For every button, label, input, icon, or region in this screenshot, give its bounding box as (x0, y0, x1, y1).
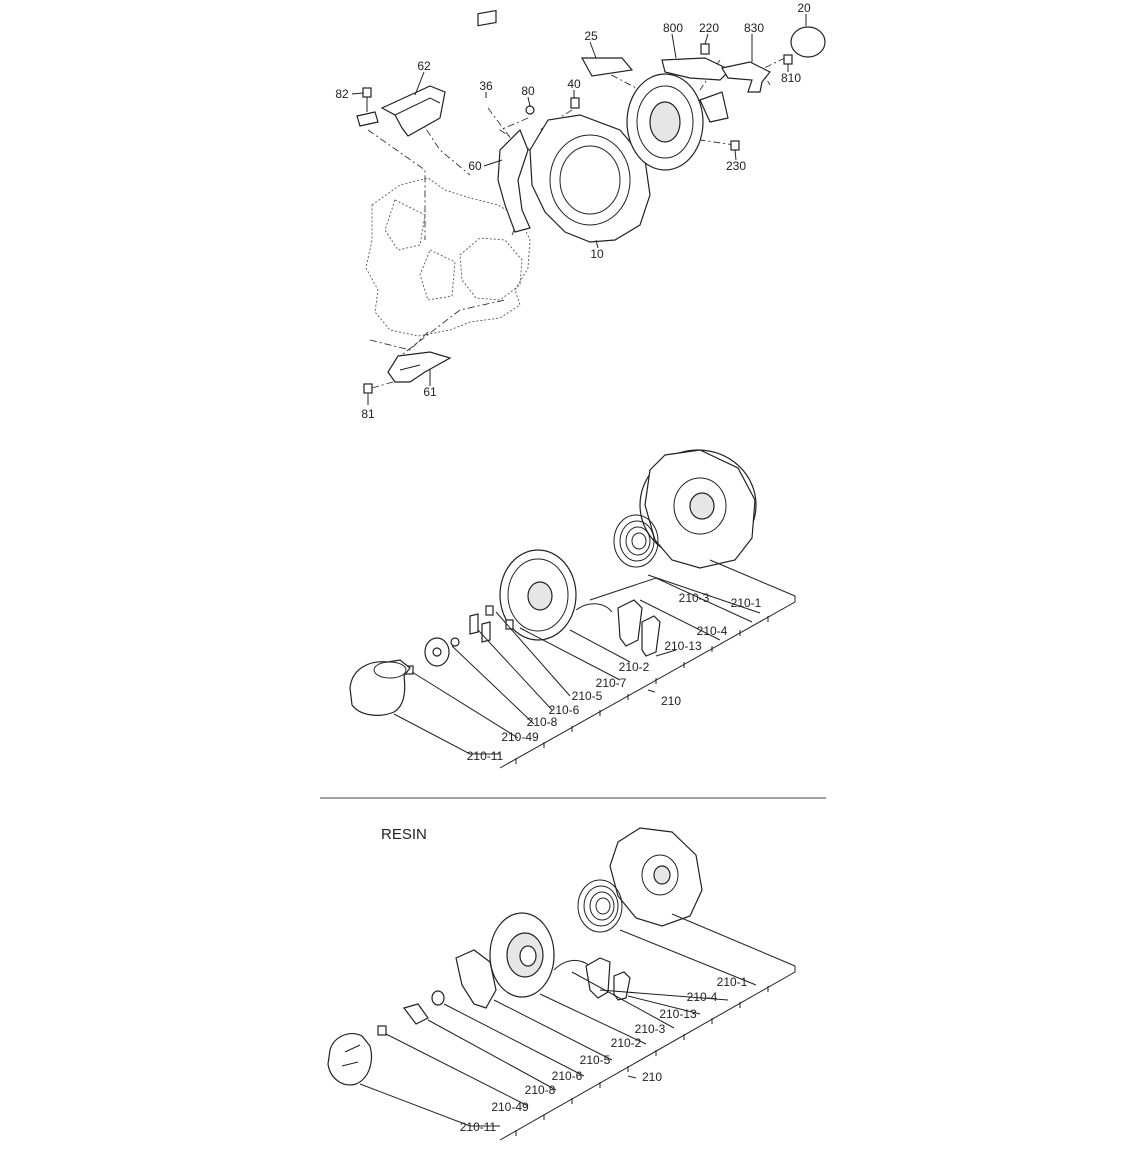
label-210-49: 210-49 (501, 730, 539, 744)
starter-resin: RESIN (327, 826, 796, 1141)
part-62-cover (380, 85, 446, 137)
resin-part-210-4-handle (585, 957, 611, 999)
label-210-6: 210-6 (549, 703, 580, 717)
label-220: 220 (699, 21, 719, 35)
part-230-bolt (730, 140, 740, 151)
label-10: 10 (590, 247, 604, 261)
resin-part-210-8-pawl (402, 1003, 429, 1025)
part-25-plate (580, 57, 634, 77)
part-210-6-pawl (469, 613, 479, 635)
label-230: 230 (726, 159, 746, 173)
label-210: 210 (661, 694, 681, 708)
part-210-11-pulley (349, 659, 411, 716)
engine-ghost (365, 177, 531, 337)
resin-label-210-3: 210-3 (635, 1022, 666, 1036)
label-800: 800 (663, 21, 683, 35)
resin-part-210-6-spring (431, 990, 445, 1006)
label-210-5: 210-5 (572, 689, 603, 703)
label-210-1: 210-1 (731, 596, 762, 610)
top-assembly: 20 220 800 830 25 810 40 62 36 80 82 60 … (335, 1, 826, 421)
label-81: 81 (361, 407, 375, 421)
resin-part-210-11-pulley (327, 1033, 373, 1086)
part-82-bolt (362, 87, 372, 98)
part-36-tag (477, 9, 497, 27)
part-81-bolt (363, 383, 373, 394)
resin-label-210: 210 (642, 1070, 662, 1084)
label-210-2: 210-2 (619, 660, 650, 674)
part-210-3-spring (613, 514, 659, 568)
label-210-4: 210-4 (697, 624, 728, 638)
label-25: 25 (584, 29, 598, 43)
part-210-5-spring (505, 619, 514, 630)
label-62: 62 (417, 59, 431, 73)
part-61-bracket (387, 351, 452, 383)
resin-label-210-1: 210-1 (717, 975, 748, 989)
label-20: 20 (797, 1, 811, 15)
resin-label-210-13: 210-13 (659, 1007, 697, 1021)
label-61: 61 (423, 385, 437, 399)
label-80: 80 (521, 84, 535, 98)
label-210-8: 210-8 (527, 715, 558, 729)
resin-label-210-4: 210-4 (687, 990, 718, 1004)
label-40: 40 (567, 77, 581, 91)
label-210-13: 210-13 (664, 639, 702, 653)
resin-label-210-8: 210-8 (525, 1083, 556, 1097)
part-210-4-handle (617, 599, 643, 647)
resin-title: RESIN (381, 826, 427, 843)
resin-part-210-5-plate (455, 949, 497, 1009)
resin-label-210-6: 210-6 (552, 1069, 583, 1083)
part-60-baffle (497, 128, 531, 233)
label-82: 82 (335, 87, 349, 101)
resin-label-210-11: 210-11 (460, 1120, 497, 1134)
label-210-11: 210-11 (467, 749, 504, 763)
label-210-3: 210-3 (679, 591, 710, 605)
part-210-7-spring (485, 605, 494, 616)
resin-part-210-3-spring (577, 879, 623, 933)
label-60: 60 (468, 159, 482, 173)
part-220-bolt (700, 43, 710, 55)
part-810-bolt (783, 54, 793, 65)
starter-metal: 210-1 210-3 210-4 210-13 210-2 210-7 210… (349, 449, 796, 769)
label-210-7: 210-7 (596, 676, 627, 690)
label-36: 36 (479, 79, 493, 93)
resin-label-210-5: 210-5 (580, 1053, 611, 1067)
part-80-screw (525, 105, 535, 115)
resin-part-210-49-screw (377, 1025, 387, 1036)
part-210-8-clip (450, 637, 460, 647)
resin-label-210-49: 210-49 (491, 1100, 529, 1114)
label-810: 810 (781, 71, 801, 85)
part-20-cap (790, 26, 826, 58)
part-830-bracket (721, 61, 771, 93)
part-210-13-grip (641, 615, 661, 657)
part-40-bolt (570, 97, 580, 109)
label-830: 830 (744, 21, 764, 35)
resin-label-210-2: 210-2 (611, 1036, 642, 1050)
resin-part-210-13-grip (613, 971, 631, 1001)
